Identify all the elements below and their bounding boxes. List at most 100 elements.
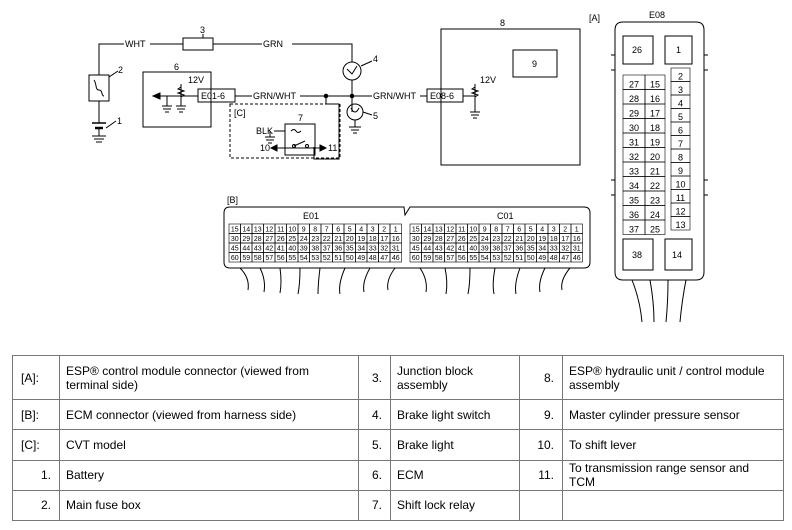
callout-4: 4 — [373, 54, 378, 64]
esp-pin-6: 6 — [678, 126, 683, 136]
c01-pin-60: 60 — [412, 255, 420, 262]
e01-pin-39: 39 — [300, 246, 308, 253]
c01-pin-28: 28 — [435, 236, 443, 243]
c01-pin-54: 54 — [481, 255, 489, 262]
c01-pin-40: 40 — [469, 246, 477, 253]
e01-pin-5: 5 — [348, 227, 352, 234]
esp-pin-19: 19 — [650, 138, 660, 148]
e01-pin-26: 26 — [277, 236, 285, 243]
legend-key: 7. — [358, 489, 391, 522]
c01-pin-47: 47 — [561, 255, 569, 262]
e01-pin-30: 30 — [231, 236, 239, 243]
legend-key: 8. — [519, 354, 563, 401]
legend-key: 3. — [358, 354, 391, 401]
c01-pin-4: 4 — [540, 227, 544, 234]
connector-label-e01-6: E01-6 — [201, 91, 225, 101]
esp-pin-11: 11 — [676, 193, 685, 203]
voltage-label-ecm: 12V — [188, 75, 204, 85]
section-label-b: [B] — [227, 195, 238, 205]
e01-pin-58: 58 — [254, 255, 262, 262]
esp-pin-36: 36 — [629, 210, 639, 220]
c01-pin-16: 16 — [573, 236, 581, 243]
c01-pin-23: 23 — [492, 236, 500, 243]
e01-pin-38: 38 — [311, 246, 319, 253]
e01-pin-46-cell — [389, 252, 402, 263]
section-label-c: [C] — [234, 108, 246, 118]
c01-pin-58: 58 — [435, 255, 443, 262]
e01-pin-4: 4 — [359, 227, 363, 234]
e01-pin-56: 56 — [277, 255, 285, 262]
c01-pin-44: 44 — [423, 246, 431, 253]
e01-pin-43: 43 — [254, 246, 262, 253]
legend-description: Brake light — [390, 429, 520, 461]
c01-pin-9: 9 — [483, 227, 487, 234]
e01-pin-32: 32 — [380, 246, 388, 253]
legend-description: Brake light switch — [390, 399, 520, 431]
e01-pin-14: 14 — [242, 227, 250, 234]
e01-pin-54: 54 — [300, 255, 308, 262]
e01-pin-20: 20 — [346, 236, 354, 243]
ecm-connector-e01-title: E01 — [303, 211, 319, 221]
legend-description: Battery — [59, 459, 359, 491]
e01-pin-29: 29 — [242, 236, 250, 243]
esp-pin-13-cell — [670, 216, 691, 231]
esp-pin-37: 37 — [629, 225, 639, 235]
esp-pin-3: 3 — [678, 85, 683, 95]
e01-pin-49: 49 — [357, 255, 365, 262]
legend-key: 6. — [358, 459, 391, 491]
c01-pin-10: 10 — [469, 227, 477, 234]
callout-9: 9 — [532, 59, 537, 69]
esp-pin-17: 17 — [650, 109, 660, 119]
callout-1: 1 — [117, 116, 122, 126]
c01-pin-48: 48 — [550, 255, 558, 262]
c01-pin-8: 8 — [494, 227, 498, 234]
legend-key: [C]: — [12, 429, 60, 461]
legend-key: [B]: — [12, 399, 60, 431]
e01-pin-57: 57 — [265, 255, 273, 262]
esp-pin-32: 32 — [629, 152, 639, 162]
legend-key: 11. — [519, 459, 563, 491]
callout-6: 6 — [174, 62, 179, 72]
e01-pin-45: 45 — [231, 246, 239, 253]
e01-pin-12: 12 — [265, 227, 273, 234]
esp-pin-1: 1 — [676, 45, 681, 55]
esp-pin-27: 27 — [629, 80, 639, 90]
e01-pin-60: 60 — [231, 255, 239, 262]
e01-pin-46: 46 — [392, 255, 400, 262]
esp-pin-15: 15 — [650, 80, 660, 90]
legend-key — [519, 489, 563, 522]
legend-description: ESP® control module connector (viewed fr… — [59, 354, 359, 401]
legend-key: 10. — [519, 429, 563, 461]
esp-pin-38: 38 — [632, 250, 642, 260]
e01-pin-15: 15 — [231, 227, 239, 234]
section-label-a: [A] — [589, 13, 600, 23]
e01-pin-35: 35 — [346, 246, 354, 253]
legend-description: ESP® hydraulic unit / control module ass… — [562, 354, 784, 401]
c01-pin-32: 32 — [561, 246, 569, 253]
esp-pin-26: 26 — [632, 45, 642, 55]
esp-pin-4: 4 — [678, 99, 683, 109]
c01-pin-45: 45 — [412, 246, 420, 253]
legend-key: 1. — [12, 459, 60, 491]
callout-2: 2 — [118, 65, 123, 75]
c01-pin-56: 56 — [458, 255, 466, 262]
legend-key: 2. — [12, 489, 60, 522]
c01-pin-38: 38 — [492, 246, 500, 253]
e01-pin-19: 19 — [357, 236, 365, 243]
callout-5: 5 — [373, 111, 378, 121]
esp-pin-2: 2 — [678, 72, 683, 82]
e01-pin-50: 50 — [346, 255, 354, 262]
callout-10: 10 — [260, 143, 270, 153]
e01-pin-21: 21 — [334, 236, 342, 243]
esp-pin-23: 23 — [650, 196, 660, 206]
voltage-label-esp: 12V — [480, 75, 496, 85]
e01-pin-40: 40 — [288, 246, 296, 253]
e01-pin-10: 10 — [288, 227, 296, 234]
legend-description: Shift lock relay — [390, 489, 520, 522]
e01-pin-55: 55 — [288, 255, 296, 262]
e01-pin-7: 7 — [325, 227, 329, 234]
esp-pin-30: 30 — [629, 123, 639, 133]
